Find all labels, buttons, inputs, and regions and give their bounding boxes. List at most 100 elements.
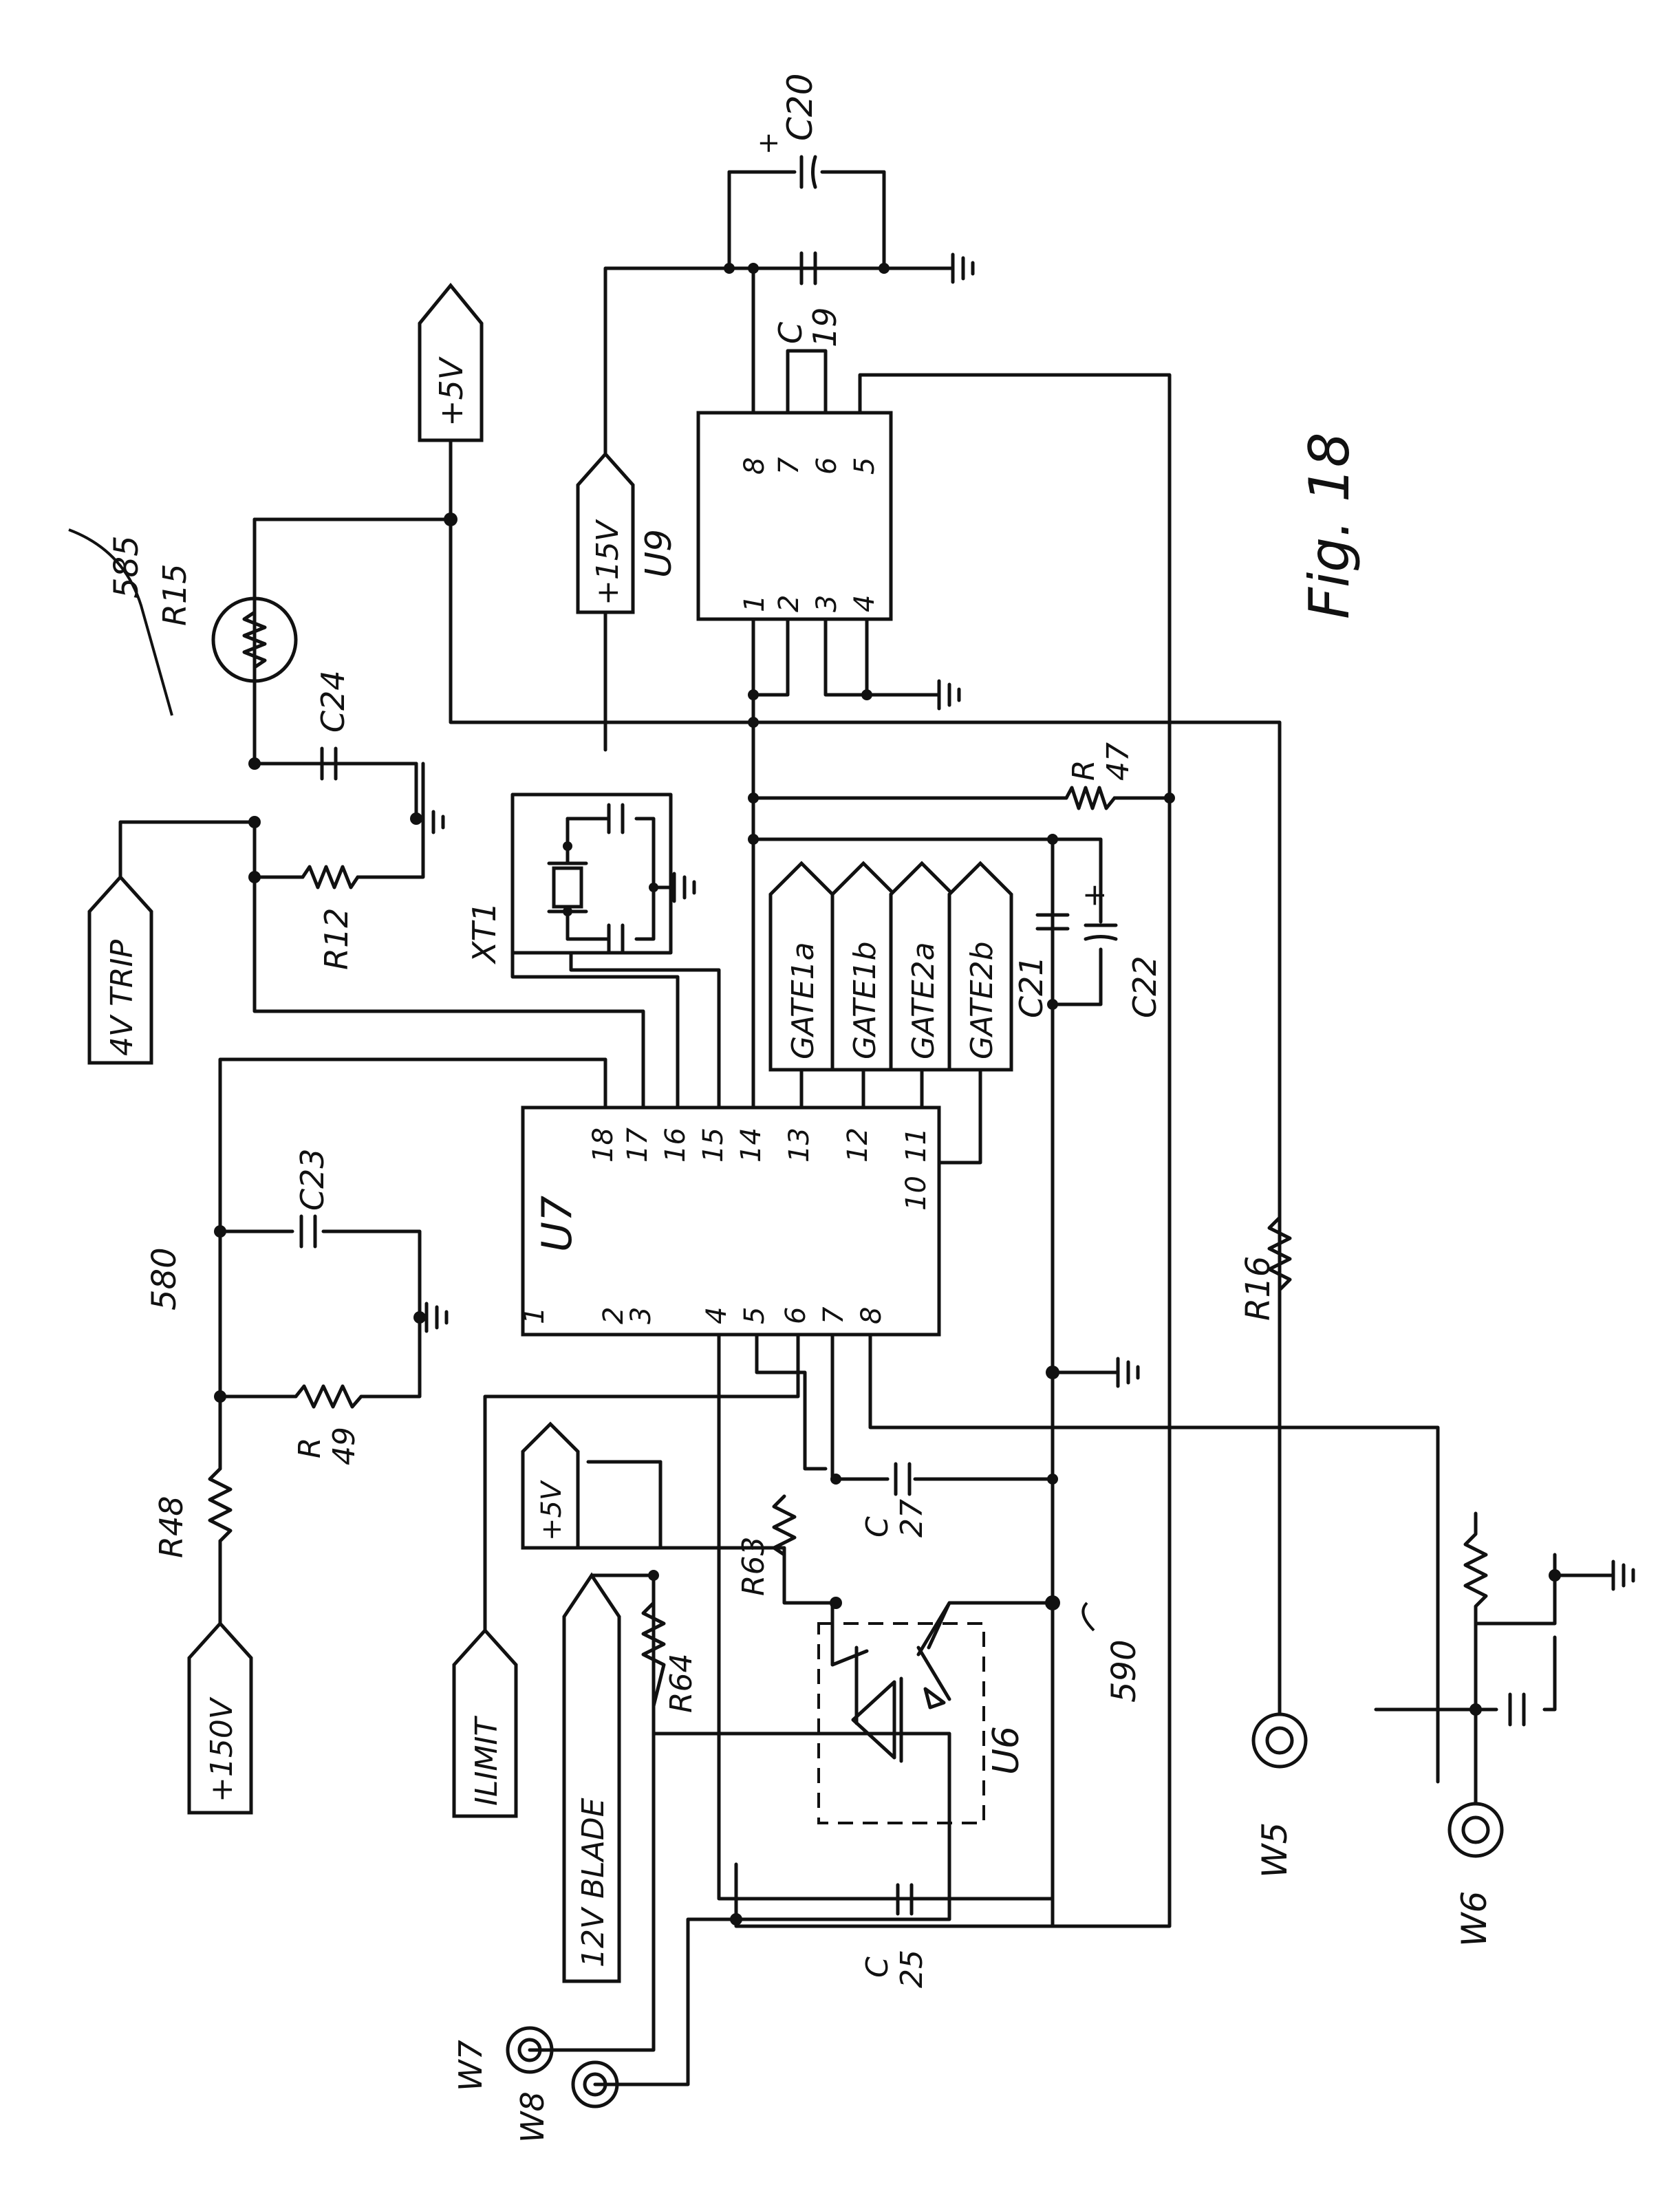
resistor-r47 bbox=[1064, 786, 1117, 810]
svg-text:5: 5 bbox=[849, 457, 881, 475]
resistor-r12 bbox=[301, 865, 360, 889]
capacitor-c21 bbox=[1035, 913, 1070, 931]
svg-text:C: C bbox=[860, 1516, 895, 1538]
svg-text:C21: C21 bbox=[1013, 956, 1050, 1018]
svg-text:49: 49 bbox=[327, 1427, 362, 1465]
capacitor-c23 bbox=[299, 1214, 317, 1249]
svg-text:4: 4 bbox=[849, 595, 881, 612]
svg-text:+5V: +5V bbox=[536, 1480, 568, 1541]
svg-text:6: 6 bbox=[811, 457, 843, 475]
terminal-w6 bbox=[1447, 1802, 1504, 1858]
svg-text:ILIMIT: ILIMIT bbox=[469, 1716, 504, 1806]
svg-text:+: + bbox=[753, 131, 784, 155]
capacitor-c24 bbox=[320, 746, 338, 781]
svg-text:3: 3 bbox=[625, 1307, 657, 1324]
svg-text:7: 7 bbox=[818, 1306, 850, 1324]
svg-text:+15V: +15V bbox=[590, 519, 625, 605]
svg-text:13: 13 bbox=[784, 1128, 815, 1163]
terminals: W5 W6 W7 W8 bbox=[452, 1712, 1504, 2143]
svg-text:R: R bbox=[1066, 759, 1101, 781]
ref-580: 580 bbox=[145, 1247, 184, 1311]
ground-symbols bbox=[421, 252, 1635, 1591]
svg-text:2: 2 bbox=[773, 595, 805, 612]
svg-text:25: 25 bbox=[894, 1950, 929, 1988]
svg-text:+5V: +5V bbox=[433, 356, 470, 427]
svg-text:R48: R48 bbox=[153, 1496, 190, 1559]
svg-text:8: 8 bbox=[739, 457, 771, 475]
terminal-w5 bbox=[1251, 1712, 1308, 1769]
capacitor-c25 bbox=[896, 1883, 914, 1916]
svg-text:16: 16 bbox=[660, 1128, 691, 1163]
flag-plus150v: +150V bbox=[187, 1621, 253, 1815]
flag-ilimit: ILIMIT bbox=[452, 1628, 518, 1818]
svg-text:R16: R16 bbox=[1239, 1256, 1278, 1321]
svg-text:1: 1 bbox=[519, 1307, 550, 1324]
resistor-r16 bbox=[1267, 1216, 1292, 1292]
capacitor-c22 bbox=[1084, 923, 1118, 941]
resistor-r64 bbox=[641, 1601, 666, 1708]
svg-text:14: 14 bbox=[735, 1128, 767, 1163]
junction-dots bbox=[214, 263, 1561, 1926]
svg-text:27: 27 bbox=[894, 1499, 929, 1538]
optocoupler-u6: U6 bbox=[817, 1601, 1027, 1824]
svg-text:12V BLADE: 12V BLADE bbox=[576, 1798, 611, 1967]
crystal-xt1 bbox=[547, 861, 588, 914]
flag-4v-trip: 4V TRIP bbox=[87, 874, 153, 1065]
flag-plus15v: +15V bbox=[576, 451, 635, 614]
flag-12v-blade: 12V BLADE bbox=[562, 1572, 621, 1983]
svg-text:4V TRIP: 4V TRIP bbox=[105, 939, 140, 1056]
svg-text:12: 12 bbox=[842, 1128, 874, 1163]
flag-gate1b: GATE1b bbox=[830, 861, 896, 1072]
svg-text:15: 15 bbox=[698, 1128, 729, 1163]
u9-label: U9 bbox=[638, 529, 680, 578]
figure-caption: Fig. 18 bbox=[1297, 432, 1361, 619]
svg-text:11: 11 bbox=[901, 1128, 932, 1163]
flag-gate2a: GATE2a bbox=[889, 861, 955, 1072]
ic-u7: U7 1 2 3 4 5 6 7 8 18 17 16 15 14 13 12 … bbox=[519, 1106, 941, 1337]
svg-text:R12: R12 bbox=[318, 908, 355, 971]
svg-text:C20: C20 bbox=[780, 73, 820, 141]
label-w8: W8 bbox=[514, 2091, 551, 2143]
svg-text:1: 1 bbox=[739, 595, 771, 612]
label-w6: W6 bbox=[1454, 1891, 1494, 1947]
resistor-w6 bbox=[1463, 1511, 1488, 1626]
ref-585: 585 bbox=[107, 535, 146, 598]
svg-text:GATE1a: GATE1a bbox=[786, 942, 821, 1059]
terminal-w7 bbox=[506, 2026, 554, 2074]
svg-text:XT1: XT1 bbox=[466, 902, 503, 964]
u7-label: U7 bbox=[533, 1196, 581, 1252]
svg-text:2: 2 bbox=[598, 1307, 629, 1324]
svg-text:C22: C22 bbox=[1126, 956, 1163, 1018]
svg-text:R: R bbox=[292, 1437, 327, 1458]
svg-text:7: 7 bbox=[773, 457, 805, 475]
label-w5: W5 bbox=[1255, 1822, 1295, 1878]
svg-text:GATE2a: GATE2a bbox=[906, 942, 941, 1059]
svg-text:3: 3 bbox=[811, 595, 843, 612]
svg-text:C: C bbox=[860, 1956, 895, 1978]
svg-text:+: + bbox=[1077, 883, 1112, 908]
u6-label: U6 bbox=[986, 1726, 1027, 1775]
flag-gate2b: GATE2b bbox=[947, 861, 1013, 1072]
resistor-r63 bbox=[772, 1494, 797, 1557]
svg-text:4: 4 bbox=[701, 1307, 733, 1324]
svg-text:8: 8 bbox=[856, 1307, 887, 1324]
flag-gate1a: GATE1a bbox=[768, 861, 834, 1072]
svg-text:C23: C23 bbox=[294, 1148, 331, 1211]
flag-plus5v-top: +5V bbox=[418, 283, 484, 442]
ic-u9: U9 1 2 3 4 8 7 6 5 bbox=[638, 411, 893, 621]
capacitor-c27 bbox=[894, 1462, 912, 1496]
svg-text:17: 17 bbox=[622, 1128, 654, 1163]
component-labels: + C20 C 19 C24 R15 585 R12 XT1 R 47 C21 … bbox=[68, 73, 1278, 1988]
svg-text:47: 47 bbox=[1101, 742, 1136, 781]
terminal-w8 bbox=[571, 2060, 619, 2108]
capacitor-c20 bbox=[799, 155, 817, 189]
svg-text:5: 5 bbox=[739, 1307, 771, 1324]
svg-text:R15: R15 bbox=[156, 564, 193, 627]
resistor-r48 bbox=[208, 1467, 233, 1543]
svg-text:+150V: +150V bbox=[204, 1696, 239, 1802]
ref-590: 590 bbox=[1105, 1639, 1143, 1703]
thermistor-r15 bbox=[211, 596, 298, 683]
label-w7: W7 bbox=[452, 2040, 489, 2091]
flag-plus5v-mid: +5V bbox=[521, 1421, 580, 1550]
